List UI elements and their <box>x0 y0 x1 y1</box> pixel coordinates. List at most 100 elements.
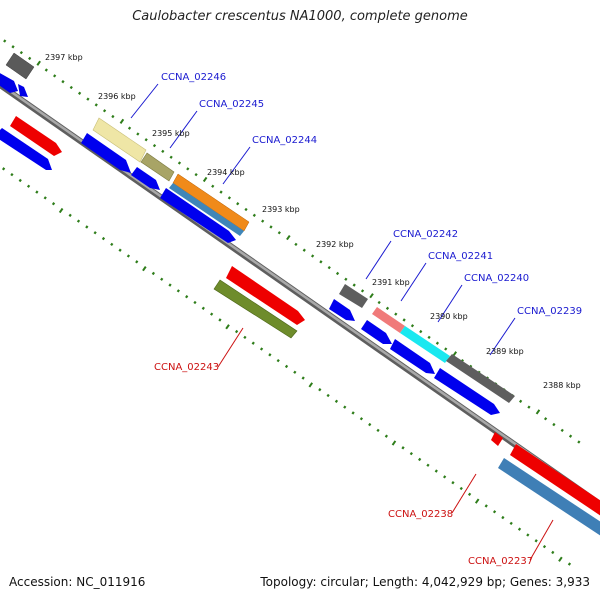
scale-tick-minor <box>68 213 72 217</box>
scale-tick-minor <box>318 388 322 392</box>
gene-label-ccna-02245[interactable]: CCNA_02245 <box>199 99 264 110</box>
scale-tick-minor <box>26 184 31 188</box>
gene-label-ccna-02239[interactable]: CCNA_02239 <box>517 306 582 317</box>
cds-ccna-02242[interactable] <box>329 299 355 321</box>
scale-tick-minor <box>352 283 356 287</box>
scale-tick-minor <box>69 85 73 90</box>
scale-tick-minor <box>293 370 297 374</box>
scale-label: 2394 kbp <box>207 168 245 177</box>
scale-tick-minor <box>577 440 581 444</box>
scale-label: 2397 kbp <box>45 53 83 62</box>
scale-tick-minor <box>227 196 232 200</box>
scale-tick-major <box>558 556 563 562</box>
scale-tick-minor <box>236 202 240 206</box>
gene-labels: CCNA_02246CCNA_02245CCNA_02244CCNA_02242… <box>154 72 582 567</box>
scale-tick-minor <box>484 504 488 508</box>
gene-ccna-02237[interactable] <box>498 458 600 538</box>
accession-text: Accession: NC_011916 <box>9 575 146 589</box>
label-callout-line <box>400 262 427 302</box>
gene-ccna-02241[interactable] <box>372 307 405 333</box>
gene-label-ccna-02238[interactable]: CCNA_02238 <box>388 509 453 520</box>
scale-tick-minor <box>394 312 398 316</box>
gene-ccna-02246[interactable] <box>92 117 147 163</box>
cds-minus-ccna-02243[interactable] <box>226 266 305 325</box>
gene-label-ccna-02242[interactable]: CCNA_02242 <box>393 229 458 240</box>
scale-label: 2392 kbp <box>316 240 354 249</box>
scale-tick-minor <box>301 376 305 380</box>
scale-tick-minor <box>552 422 556 427</box>
scale-tick-major <box>58 207 64 214</box>
scale-tick-minor <box>419 329 423 334</box>
gene-ccna-02244[interactable] <box>169 173 250 236</box>
gene-label-ccna-02237[interactable]: CCNA_02237 <box>468 556 533 567</box>
scale-tick-minor <box>76 219 81 223</box>
scale-tick-minor <box>161 149 165 154</box>
cds-plus-topleft-small[interactable] <box>18 84 28 97</box>
cds-minus-right-small[interactable] <box>491 432 503 446</box>
gene-ccna-02243[interactable] <box>213 279 298 339</box>
scale-tick-minor <box>201 306 205 310</box>
scale-tick-minor <box>385 306 390 310</box>
scale-tick-minor <box>402 318 406 322</box>
scale-label: 2391 kbp <box>372 278 410 287</box>
scale-tick-minor <box>243 335 247 340</box>
scale-tick-minor <box>409 451 413 456</box>
cds-plus-left-lower[interactable] <box>0 128 52 170</box>
scale-tick-minor <box>110 242 114 247</box>
scale-tick-major <box>202 176 208 183</box>
scale-tick-minor <box>526 533 530 537</box>
scale-tick-minor <box>277 231 281 235</box>
scale-tick-minor <box>451 481 455 485</box>
scale-tick-minor <box>543 417 548 421</box>
gene-ccna-02240[interactable] <box>400 326 450 363</box>
scale-tick-major <box>474 498 480 504</box>
scale-tick-minor <box>85 225 89 229</box>
cds-ccna-02241[interactable] <box>361 320 392 344</box>
cds-minus-left[interactable] <box>10 116 62 156</box>
topology-summary: Topology: circular; Length: 4,042,929 bp… <box>260 575 590 589</box>
gene-label-ccna-02243[interactable]: CCNA_02243 <box>154 362 219 373</box>
cds-plus-topleft[interactable] <box>0 72 18 93</box>
gene-ccna-02238[interactable] <box>510 444 600 518</box>
scale-tick-minor <box>377 300 381 305</box>
scale-label: 2388 kbp <box>543 381 581 390</box>
cds-ccna-02244[interactable] <box>160 188 236 243</box>
scale-tick-minor <box>344 277 348 281</box>
feature-gray-topleft[interactable] <box>5 52 35 80</box>
scale-label: 2390 kbp <box>430 312 468 321</box>
gene-label-ccna-02246[interactable]: CCNA_02246 <box>161 72 226 83</box>
scale-tick-minor <box>251 341 255 345</box>
scale-tick-minor <box>252 213 256 217</box>
scale-tick-minor <box>43 196 47 200</box>
scale-tick-minor <box>443 475 447 479</box>
scale-tick-major <box>308 382 314 388</box>
scale-tick-major <box>369 293 374 299</box>
gene-ccna-02245[interactable] <box>140 152 175 182</box>
cds-ccna-02246[interactable] <box>81 133 131 173</box>
scale-tick-minor <box>244 207 248 212</box>
gene-label-ccna-02244[interactable]: CCNA_02244 <box>252 135 317 146</box>
cds-ccna-02240[interactable] <box>390 339 435 374</box>
gene-label-ccna-02240[interactable]: CCNA_02240 <box>464 273 529 284</box>
cds-ccna-02239[interactable] <box>434 368 500 415</box>
gene-ccna-02239[interactable] <box>446 354 515 403</box>
scale-tick-minor <box>368 422 372 427</box>
scale-tick-minor <box>376 428 380 433</box>
scale-tick-minor <box>259 347 264 351</box>
cds-ccna-02245[interactable] <box>131 167 160 190</box>
gene-features <box>0 52 600 538</box>
gene-ccna-02242[interactable] <box>339 284 368 308</box>
scale-tick-major <box>391 440 397 446</box>
scale-tick-minor <box>127 126 132 130</box>
scale-tick-minor <box>294 242 298 247</box>
gene-label-ccna-02241[interactable]: CCNA_02241 <box>428 251 493 262</box>
scale-tick-minor <box>101 236 106 241</box>
label-callout-line <box>529 519 554 561</box>
scale-tick-minor <box>186 167 190 171</box>
scale-tick-minor <box>18 178 22 183</box>
scale-tick-minor <box>284 364 289 369</box>
scale-tick-minor <box>144 138 148 142</box>
scale-tick-minor <box>10 172 14 177</box>
scale-tick-minor <box>194 173 198 177</box>
